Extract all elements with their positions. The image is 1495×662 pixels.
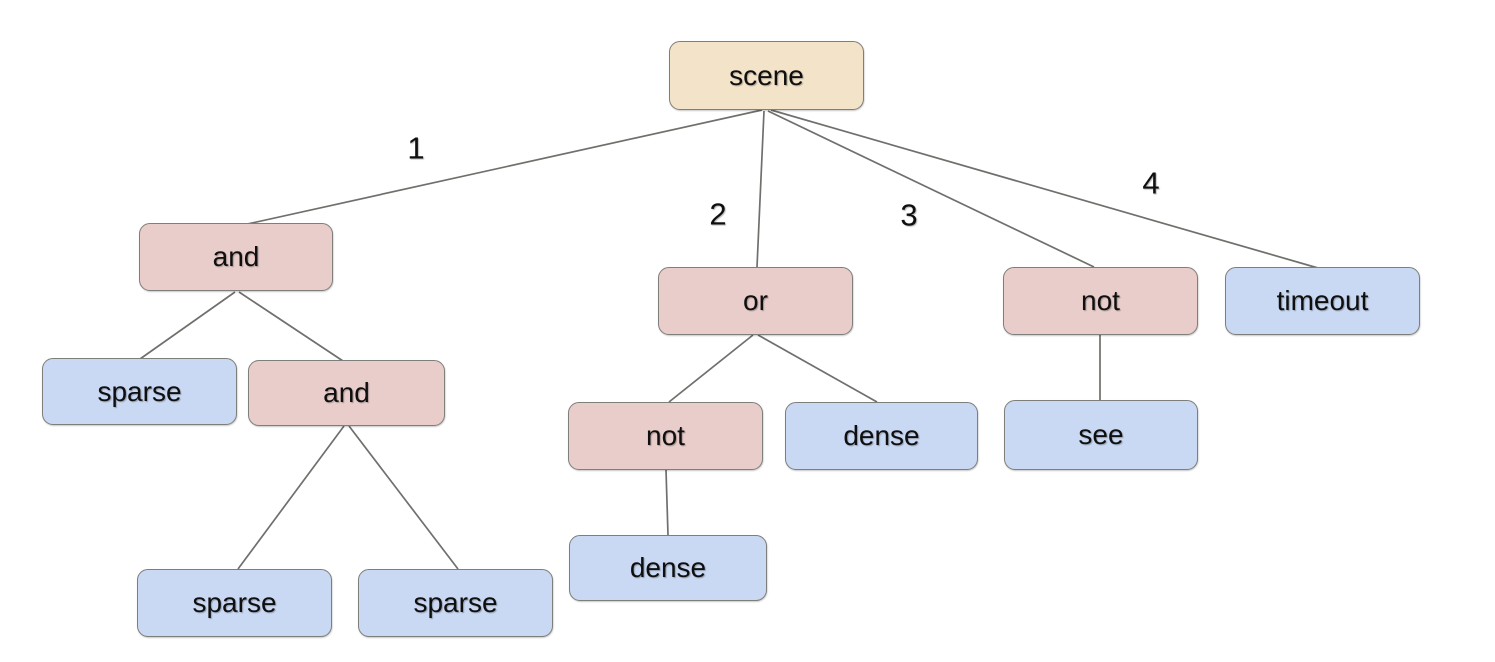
edge-or-1-dense-1 bbox=[757, 334, 878, 403]
edge-scene-and-1 bbox=[242, 109, 763, 226]
edge-label-3: 3 bbox=[900, 197, 918, 233]
node-not-1: not bbox=[1003, 267, 1198, 335]
edge-scene-timeout-1 bbox=[770, 109, 1319, 269]
node-timeout-1: timeout bbox=[1225, 267, 1420, 335]
edge-label-2: 2 bbox=[709, 196, 727, 232]
edge-and-1-and-2 bbox=[238, 291, 344, 362]
node-sparse-2: sparse bbox=[137, 569, 332, 637]
edge-scene-or-1 bbox=[756, 110, 765, 268]
node-scene: scene bbox=[669, 41, 864, 110]
node-and-2: and bbox=[248, 360, 445, 426]
node-sparse-3: sparse bbox=[358, 569, 553, 637]
node-dense-2: dense bbox=[569, 535, 767, 601]
edge-and-1-sparse-1 bbox=[139, 291, 236, 360]
edge-or-1-not-2 bbox=[668, 334, 754, 403]
edge-scene-not-1 bbox=[767, 110, 1095, 268]
node-or-1: or bbox=[658, 267, 853, 335]
node-and-1: and bbox=[139, 223, 333, 291]
node-see-1: see bbox=[1004, 400, 1198, 470]
edge-and-2-sparse-2 bbox=[237, 425, 345, 570]
node-not-2: not bbox=[568, 402, 763, 470]
edge-not-2-dense-2 bbox=[665, 469, 669, 536]
edge-and-2-sparse-3 bbox=[348, 425, 459, 570]
edge-label-4: 4 bbox=[1142, 165, 1160, 201]
edge-label-1: 1 bbox=[407, 130, 425, 166]
node-dense-1: dense bbox=[785, 402, 978, 470]
node-sparse-1: sparse bbox=[42, 358, 237, 425]
